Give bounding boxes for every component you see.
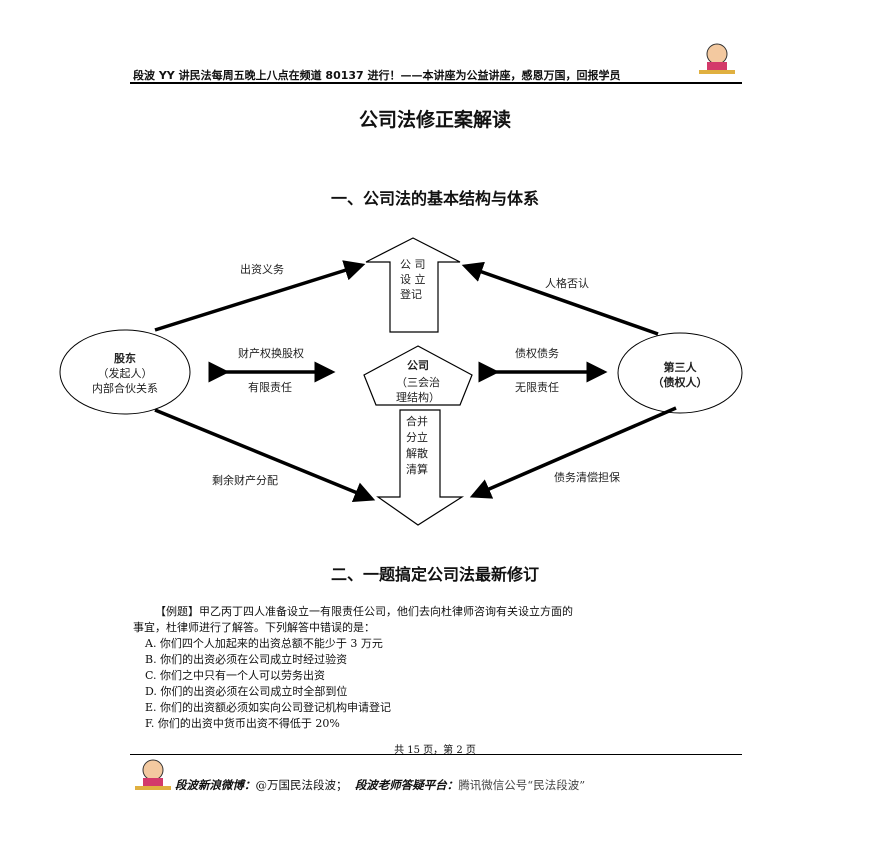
top-box-line: 公 司 — [400, 258, 426, 271]
company-sub: 理结构） — [396, 390, 440, 404]
question-stem: 事宜，杜律师进行了解答。下列解答中错误的是： — [133, 621, 375, 634]
weibo-label: 段波新浪微博： — [175, 778, 256, 792]
label-equity-swap: 财产权换股权 — [238, 346, 304, 360]
option-d: D. 你们的出资必须在公司成立时全部到位 — [145, 685, 348, 698]
option-b: B. 你们的出资必须在公司成立时经过验资 — [145, 653, 348, 666]
section-heading-1: 一、公司法的基本结构与体系 — [330, 189, 539, 208]
cartoon-teacher-icon — [699, 43, 735, 74]
example-question: 【例题】甲乙丙丁四人准备设立一有限责任公司，他们去向杜律师咨询有关设立方面的 事… — [133, 604, 745, 732]
label-guarantee: 债务清偿担保 — [554, 470, 620, 484]
option-c: C. 你们之中只有一个人可以劳务出资 — [145, 669, 326, 682]
avatar-header — [697, 40, 737, 78]
cartoon-teacher-icon — [135, 759, 171, 790]
bottom-box-line: 合并 — [406, 414, 428, 428]
bottom-box-line: 分立 — [406, 430, 428, 444]
bottom-box-line: 清算 — [406, 462, 428, 476]
third-party-ellipse: 第三人 （债权人） — [617, 332, 743, 414]
label-capital-duty: 出资义务 — [240, 262, 284, 276]
company-sub: （三会治 — [396, 375, 440, 389]
label-unlimited: 无限责任 — [515, 381, 559, 394]
shareholder-name: 股东 — [114, 351, 136, 365]
relation-arrows — [154, 260, 677, 503]
footer-contact: 段波新浪微博：@万国民法段波； 段波老师答疑平台：腾讯微信公号“民法段波” — [175, 777, 585, 793]
label-debt: 债权债务 — [515, 346, 559, 360]
page-title: 公司法修正案解读 — [358, 109, 511, 131]
structure-diagram: 公 司 设 立 登记 合并 分立 解散 清算 公司 （三会治 理结构） 股东 （… — [59, 237, 743, 526]
company-name: 公司 — [407, 359, 429, 372]
shareholder-note: 内部合伙关系 — [92, 381, 158, 395]
bottom-box-line: 解散 — [406, 446, 428, 460]
third-party-name: 第三人 — [664, 360, 698, 374]
top-arrow-box: 公 司 设 立 登记 — [365, 237, 461, 333]
label-piercing: 人格否认 — [545, 276, 589, 290]
weibo-handle: @万国民法段波； — [255, 778, 348, 792]
qa-label: 段波老师答疑平台： — [354, 778, 459, 792]
option-e: E. 你们的出资额必须如实向公司登记机构申请登记 — [145, 701, 392, 714]
company-pentagon: 公司 （三会治 理结构） — [363, 345, 473, 406]
section-heading-2: 二、一题搞定公司法最新修订 — [330, 565, 539, 584]
header-divider — [130, 82, 742, 84]
top-box-line: 设 立 — [400, 272, 426, 286]
question-stem: 【例题】甲乙丙丁四人准备设立一有限责任公司，他们去向杜律师咨询有关设立方面的 — [155, 605, 573, 618]
label-limited: 有限责任 — [248, 380, 292, 394]
shareholder-sub: （发起人） — [98, 366, 153, 380]
qa-platform: 腾讯微信公号“民法段波” — [458, 778, 586, 792]
label-residual: 剩余财产分配 — [212, 473, 278, 487]
footer-divider — [130, 754, 742, 755]
option-f: F. 你们的出资中货币出资不得低于 20% — [145, 717, 340, 730]
third-party-sub: （债权人） — [653, 375, 708, 389]
header-text: 段波 YY 讲民法每周五晚上八点在频道 80137 进行！——本讲座为公益讲座，… — [133, 69, 621, 82]
page-number: 共 15 页，第 2 页 — [394, 745, 476, 756]
avatar-footer — [133, 756, 173, 794]
option-a: A. 你们四个人加起来的出资总额不能少于 3 万元 — [145, 637, 383, 650]
top-box-line: 登记 — [400, 287, 422, 301]
shareholder-ellipse: 股东 （发起人） 内部合伙关系 — [59, 329, 191, 415]
bottom-arrow-box: 合并 分立 解散 清算 — [376, 409, 465, 526]
